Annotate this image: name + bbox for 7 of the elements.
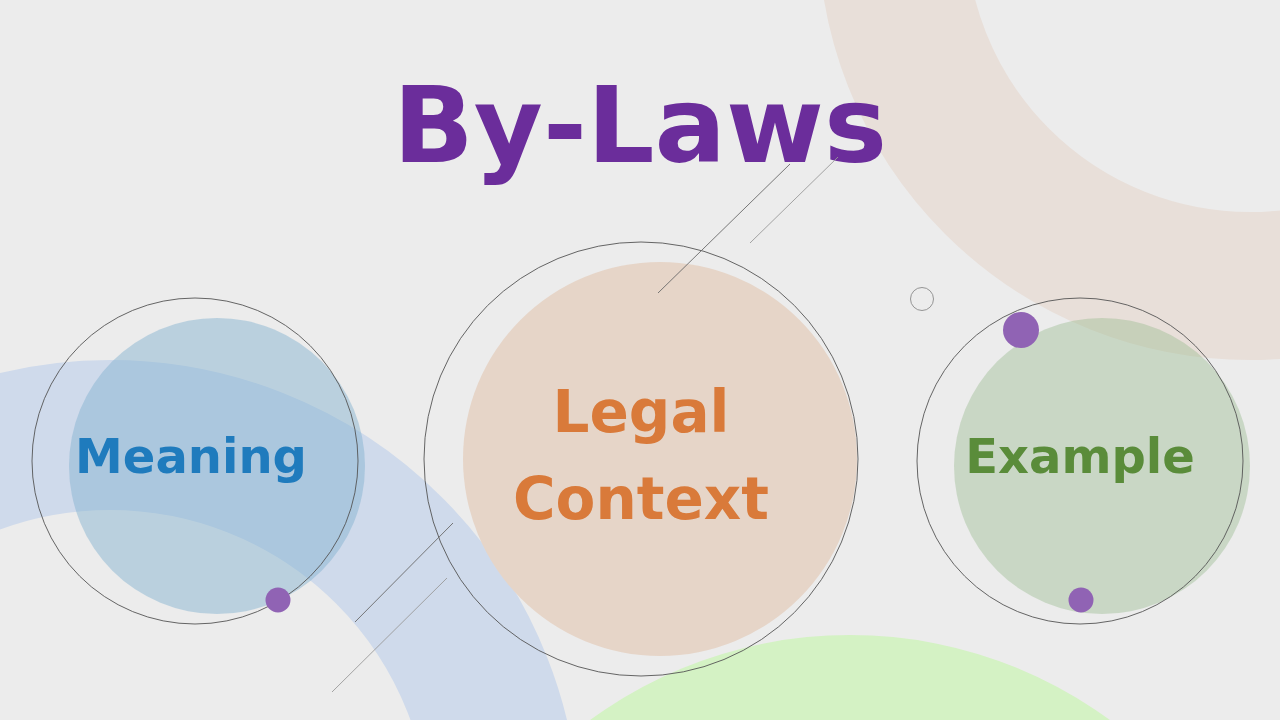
topic-label: Example: [965, 428, 1195, 486]
topic-label: Legal Context: [512, 377, 770, 535]
topic-circle: [916, 297, 1251, 625]
topic-circle: [423, 241, 859, 677]
topic-label: Meaning: [75, 428, 307, 486]
diagram-title: By-Laws: [393, 63, 887, 189]
topic-circle: [31, 297, 366, 625]
